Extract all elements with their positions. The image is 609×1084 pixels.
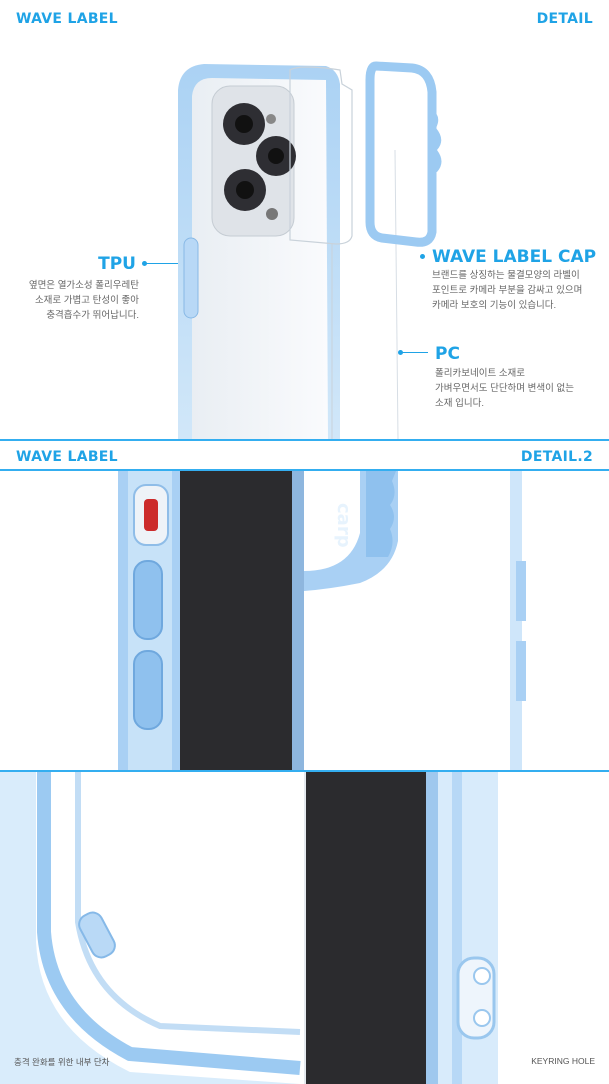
pc-dot — [398, 350, 403, 355]
cap-desc-line: 포인트로 카메라 부분을 감싸고 있으며 — [432, 285, 583, 296]
section-header-right: DETAIL.2 — [520, 449, 593, 465]
pc-title: PC — [435, 344, 460, 364]
caption-inner-step: 충격 완화를 위한 내부 단차 — [14, 1057, 110, 1067]
cap-logo-text: carp — [333, 503, 354, 548]
caption-keyring-hole: KEYRING HOLE — [531, 1056, 595, 1066]
closeup-section: 충격 완화를 위한 내부 단차 KEYRING HOLE — [0, 772, 609, 1084]
tpu-dot — [142, 261, 147, 266]
detail2-section: WAVE LABEL DETAIL.2 carp — [0, 441, 609, 771]
section-divider — [0, 439, 609, 441]
pc-desc-line: 소재 입니다. — [435, 398, 484, 409]
section-divider — [0, 770, 609, 772]
pc-desc-line: 가벼우면서도 단단하며 변색이 없는 — [435, 383, 575, 394]
cap-dot — [420, 254, 425, 259]
tpu-desc-line: 소재로 가볍고 탄성이 좋아 — [34, 295, 139, 306]
section-header-left: WAVE LABEL — [16, 11, 118, 27]
tpu-title: TPU — [98, 254, 136, 274]
tpu-desc-line: 충격흡수가 뛰어납니다. — [46, 310, 139, 321]
header-divider — [0, 469, 609, 471]
section-header-left: WAVE LABEL — [16, 449, 118, 465]
pc-desc-line: 폴리카보네이트 소재로 — [435, 368, 526, 379]
pc-line — [402, 352, 428, 353]
section-header-right: DETAIL — [536, 11, 593, 27]
detail-section: WAVE LABEL DETAIL — [0, 0, 609, 440]
tpu-desc-line: 옆면은 열가소성 폴리우레탄 — [28, 280, 139, 291]
pc-description: 폴리카보네이트 소재로 가벼우면서도 단단하며 변색이 없는 소재 입니다. — [435, 366, 574, 411]
side-detail-photo — [118, 471, 526, 771]
cap-desc-line: 카메라 보호의 기능이 있습니다. — [432, 300, 557, 311]
closeup-photos — [0, 772, 498, 1084]
product-illustration — [178, 61, 442, 440]
cap-title: WAVE LABEL CAP — [432, 247, 597, 267]
cap-desc-line: 브랜드를 상징하는 물결모양의 라벨이 — [432, 270, 580, 281]
tpu-line — [145, 263, 178, 264]
cap-description: 브랜드를 상징하는 물결모양의 라벨이 포인트로 카메라 부분을 감싸고 있으며… — [432, 268, 582, 313]
tpu-description: 옆면은 열가소성 폴리우레탄 소재로 가볍고 탄성이 좋아 충격흡수가 뛰어납니… — [29, 278, 139, 323]
